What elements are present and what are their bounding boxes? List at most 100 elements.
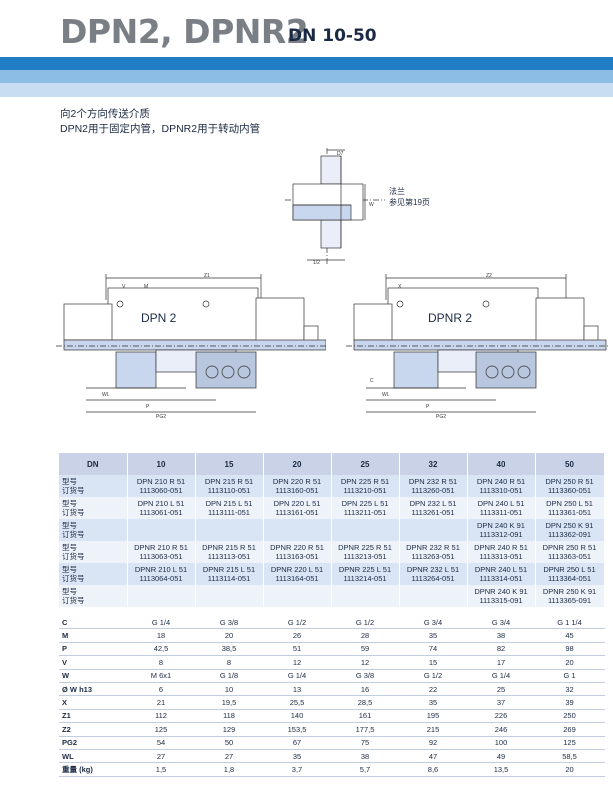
model-number: DPNR 215 L 51 (202, 565, 256, 574)
order-number: 1113312-091 (479, 530, 523, 539)
model-number: DPNR 250 L 51 (543, 565, 596, 574)
spec-value: 8 (195, 655, 264, 670)
flange-dim-w: W (369, 202, 374, 208)
model-number: DPN 250 K 91 (545, 521, 594, 530)
model-number: DPNR 210 R 51 (134, 543, 188, 552)
size-header: 25 (331, 453, 400, 475)
spec-value: 26 (263, 628, 332, 643)
spec-value: 112 (127, 709, 196, 724)
spec-value: 13,5 (467, 762, 536, 777)
spec-value: 22 (399, 682, 468, 697)
model-number: DPN 240 L 51 (477, 499, 525, 508)
model-number: DPN 215 R 51 (204, 477, 254, 486)
spec-value: G 1/2 (399, 669, 468, 683)
spec-label: C (59, 616, 128, 630)
dpnr2-dim-p: P (426, 404, 430, 410)
order-number: 1113263-051 (411, 552, 455, 561)
flange-drawing: D7 W 1/2 (285, 148, 385, 266)
spec-value: 161 (331, 709, 400, 724)
type-cell (399, 585, 468, 607)
model-number: DPN 232 R 51 (408, 477, 458, 486)
spec-value: 38 (331, 749, 400, 764)
spec-value: G 1/2 (331, 616, 400, 630)
spec-value: 8,6 (399, 762, 468, 777)
spec-label: M (59, 628, 128, 643)
order-number: 1113064-051 (139, 574, 183, 583)
size-header: 32 (399, 453, 468, 475)
spec-value: 28 (331, 628, 400, 643)
size-header: 10 (127, 453, 196, 475)
type-cell (331, 519, 400, 541)
spec-value: 45 (535, 628, 605, 643)
spec-value: G 3/4 (399, 616, 468, 630)
dpnr2-dim-wl: WL (382, 392, 390, 398)
dpnr2-dim-c: C (370, 378, 374, 384)
order-number: 1113362-091 (547, 530, 592, 539)
model-label: 型号 (62, 499, 77, 508)
dpnr2-label: DPNR 2 (428, 311, 472, 325)
spec-value: 27 (195, 749, 264, 764)
type-row-label: 型号订货号 (59, 541, 128, 563)
type-row-label: 型号订货号 (59, 585, 128, 607)
spec-value: 38,5 (195, 642, 264, 657)
order-number: 1113110-051 (207, 486, 251, 495)
spec-value: 20 (535, 655, 605, 670)
spec-value: 129 (195, 722, 264, 737)
spec-label: P (59, 642, 128, 657)
order-number: 1113363-051 (547, 552, 592, 561)
order-number: 1113114-051 (207, 574, 251, 583)
dpn2-dim-v: V (122, 284, 126, 290)
spec-value: 13 (263, 682, 332, 697)
spec-label: Ø W h13 (59, 682, 128, 697)
spec-value: 12 (331, 655, 400, 670)
model-number: DPNR 225 L 51 (338, 565, 392, 574)
model-number: DPNR 240 R 51 (474, 543, 528, 552)
spec-value: 100 (467, 736, 536, 750)
spec-label: 重量 (kg) (59, 762, 128, 777)
spec-value: G 1/4 (127, 616, 196, 630)
spec-label: W (59, 669, 128, 683)
spec-value: 47 (399, 749, 468, 764)
model-number: DPNR 225 R 51 (338, 543, 392, 552)
spec-label: Z1 (59, 709, 128, 724)
flange-dim-top: D7 (337, 151, 344, 157)
spec-value: 27 (127, 749, 196, 764)
spec-value: 21 (127, 695, 196, 710)
order-number: 1113111-051 (208, 508, 250, 517)
spec-value: 3,7 (263, 762, 332, 777)
model-label: 型号 (62, 521, 77, 530)
spec-value: G 1/2 (263, 616, 332, 630)
spec-value: 67 (263, 736, 332, 750)
spec-value: 92 (399, 736, 468, 750)
order-number: 1113264-051 (411, 574, 455, 583)
spec-value: 195 (399, 709, 468, 724)
spec-value: 226 (467, 709, 536, 724)
order-number: 1113260-051 (411, 486, 455, 495)
spec-value: 153,5 (263, 722, 332, 737)
dpnr2-dim-x: X (398, 284, 402, 290)
order-number: 1113315-091 (479, 596, 523, 605)
model-number: DPNR 240 L 51 (474, 565, 528, 574)
order-number: 1113364-051 (547, 574, 592, 583)
model-number: DPNR 220 R 51 (270, 543, 324, 552)
order-label: 订货号 (62, 486, 85, 495)
dpn2-label: DPN 2 (141, 311, 177, 325)
